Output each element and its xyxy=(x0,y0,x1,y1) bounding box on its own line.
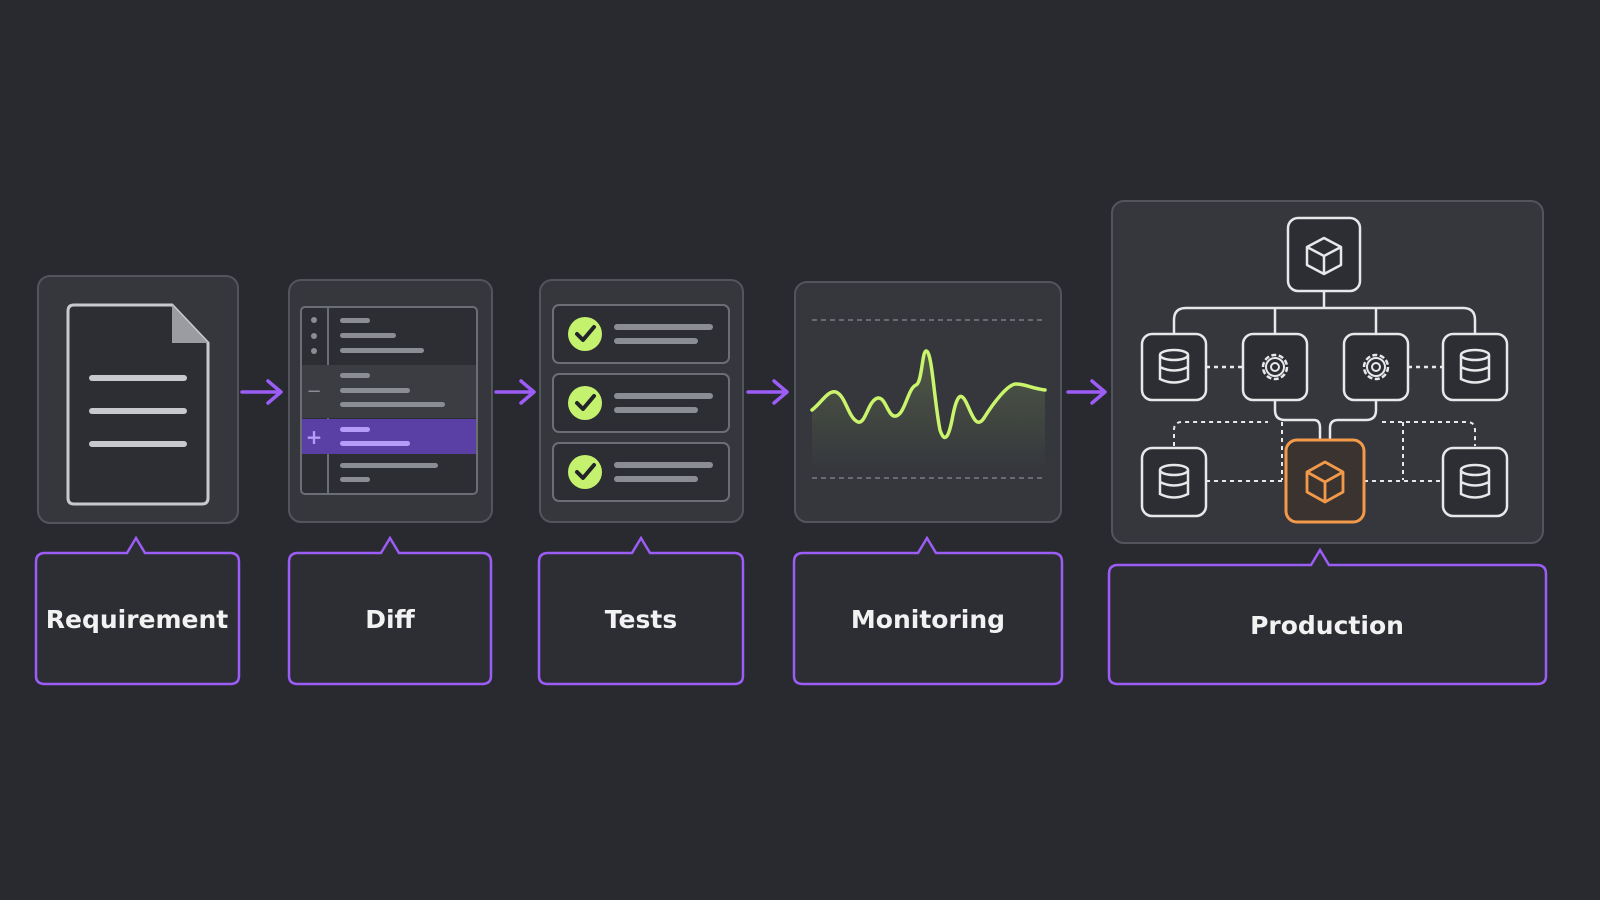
check-icon xyxy=(568,317,602,351)
label-callout-diff: Diff xyxy=(287,535,493,686)
diff-added-marker: + xyxy=(306,425,323,449)
label-callout-production: Production xyxy=(1107,547,1548,686)
step-label-monitoring: Monitoring xyxy=(851,605,1005,634)
label-callout-tests: Tests xyxy=(537,535,745,686)
step-label-requirement: Requirement xyxy=(46,605,229,634)
arrow-right-icon xyxy=(1066,379,1107,405)
cube-icon xyxy=(1286,216,1362,293)
requirement-card xyxy=(37,275,239,524)
test-row xyxy=(552,373,730,433)
arrow-right-icon xyxy=(746,379,789,405)
step-label-production: Production xyxy=(1250,611,1404,640)
document-icon xyxy=(66,303,210,506)
production-card xyxy=(1111,200,1544,544)
cube-icon-highlighted xyxy=(1284,438,1366,524)
diff-removed-marker: − xyxy=(306,381,321,402)
label-callout-monitoring: Monitoring xyxy=(792,535,1064,686)
database-icon xyxy=(1441,332,1509,402)
diff-card: − + xyxy=(288,279,493,523)
checklist-icon xyxy=(552,304,730,502)
test-row xyxy=(552,442,730,502)
arrow-right-icon xyxy=(240,379,283,405)
gear-icon xyxy=(1241,332,1309,402)
tests-card xyxy=(539,279,744,523)
waveform-icon xyxy=(810,319,1047,479)
check-icon xyxy=(568,455,602,489)
step-label-tests: Tests xyxy=(605,605,677,634)
step-label-diff: Diff xyxy=(365,605,415,634)
database-icon xyxy=(1441,446,1509,518)
database-icon xyxy=(1140,332,1208,402)
service-architecture-icon xyxy=(1140,216,1509,524)
test-row xyxy=(552,304,730,364)
code-diff-icon: − + xyxy=(300,306,478,495)
label-callout-requirement: Requirement xyxy=(34,535,241,686)
check-icon xyxy=(568,386,602,420)
monitoring-card xyxy=(794,281,1062,523)
arrow-right-icon xyxy=(494,379,536,405)
gear-icon xyxy=(1342,332,1410,402)
database-icon xyxy=(1140,446,1208,518)
